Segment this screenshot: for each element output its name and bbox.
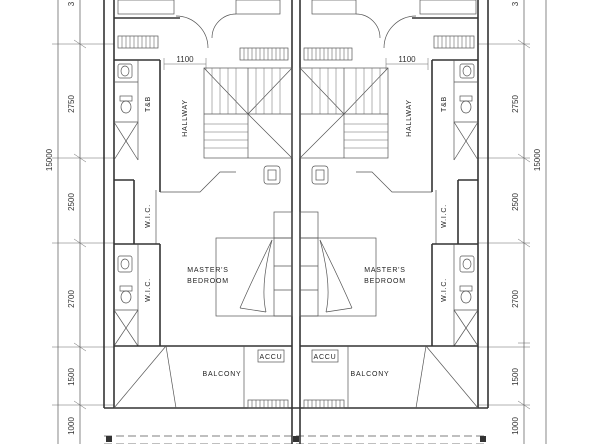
wic-label-upper-left: W.I.C. xyxy=(145,204,152,228)
balcony-right xyxy=(300,345,479,409)
wic-label-lower-right: W.I.C. xyxy=(441,278,448,302)
dim-overall-right: 15000 xyxy=(533,148,542,171)
sink-icon xyxy=(117,255,133,273)
toilet-icon xyxy=(459,285,473,304)
dim-seg4-right: 1500 xyxy=(511,368,520,386)
toilet-icon xyxy=(119,285,133,304)
dim-seg2-left: 2500 xyxy=(67,193,76,211)
master-bedroom-right xyxy=(299,211,377,317)
stair-width-left: 1100 xyxy=(176,55,194,64)
right-dimension-lines xyxy=(478,0,547,444)
sink-icon xyxy=(459,255,475,273)
tb-label-left: T&B xyxy=(145,96,152,112)
chair-icon xyxy=(311,165,329,185)
dim-seg1-right: 2750 xyxy=(511,95,520,113)
staircase-right xyxy=(299,67,389,159)
lower-wet-areas xyxy=(113,243,479,347)
master-bedroom-left xyxy=(215,211,293,317)
balcony-label-left: BALCONY xyxy=(202,371,241,378)
dim-seg2-right: 2500 xyxy=(511,193,520,211)
railings-bottom xyxy=(247,399,345,409)
dim-seg3-right: 2700 xyxy=(511,290,520,308)
stair-width-dims xyxy=(163,58,429,70)
top-rooms xyxy=(114,0,478,49)
dim-overall-left: 15000 xyxy=(45,148,54,171)
wic-label-upper-right: W.I.C. xyxy=(441,204,448,228)
railings-top xyxy=(117,35,475,61)
accu-label-right: ACCU xyxy=(313,354,336,361)
column-markers xyxy=(106,436,486,442)
upper-tb-right xyxy=(431,59,479,161)
left-dimension-lines xyxy=(52,0,114,444)
dim-seg3-left: 2700 xyxy=(67,290,76,308)
wic-label-lower-left: W.I.C. xyxy=(145,278,152,302)
dim-seg5-right: 1000 xyxy=(511,417,520,435)
exterior-walls xyxy=(103,0,489,444)
dim-seg4-left: 1500 xyxy=(67,368,76,386)
wic-upper xyxy=(114,179,478,244)
toilet-icon xyxy=(459,95,473,114)
balcony-left xyxy=(113,345,292,409)
chair-icon xyxy=(263,165,281,185)
hallway-walls xyxy=(159,160,433,193)
hallway-label-right: HALLWAY xyxy=(406,99,413,137)
hallway-label-left: HALLWAY xyxy=(182,99,189,137)
sink-icon xyxy=(117,63,133,79)
dim-top-left: 3 xyxy=(67,1,76,6)
dim-top-right: 3 xyxy=(511,1,520,6)
staircase-left xyxy=(203,67,293,159)
accu-label-left: ACCU xyxy=(259,354,282,361)
toilet-icon xyxy=(119,95,133,114)
balcony-label-right: BALCONY xyxy=(350,371,389,378)
sink-icon xyxy=(459,63,475,79)
master-bedroom-label-left-2: BEDROOM xyxy=(187,278,229,285)
dim-seg1-left: 2750 xyxy=(67,95,76,113)
stair-width-right: 1100 xyxy=(398,55,416,64)
tb-label-right: T&B xyxy=(441,96,448,112)
master-bedroom-label-right-1: MASTER'S xyxy=(364,267,406,274)
upper-tb-left xyxy=(113,59,161,161)
master-bedroom-label-right-2: BEDROOM xyxy=(364,278,406,285)
master-bedroom-label-left-1: MASTER'S xyxy=(187,267,229,274)
dim-seg5-left: 1000 xyxy=(67,417,76,435)
party-wall xyxy=(291,0,301,444)
